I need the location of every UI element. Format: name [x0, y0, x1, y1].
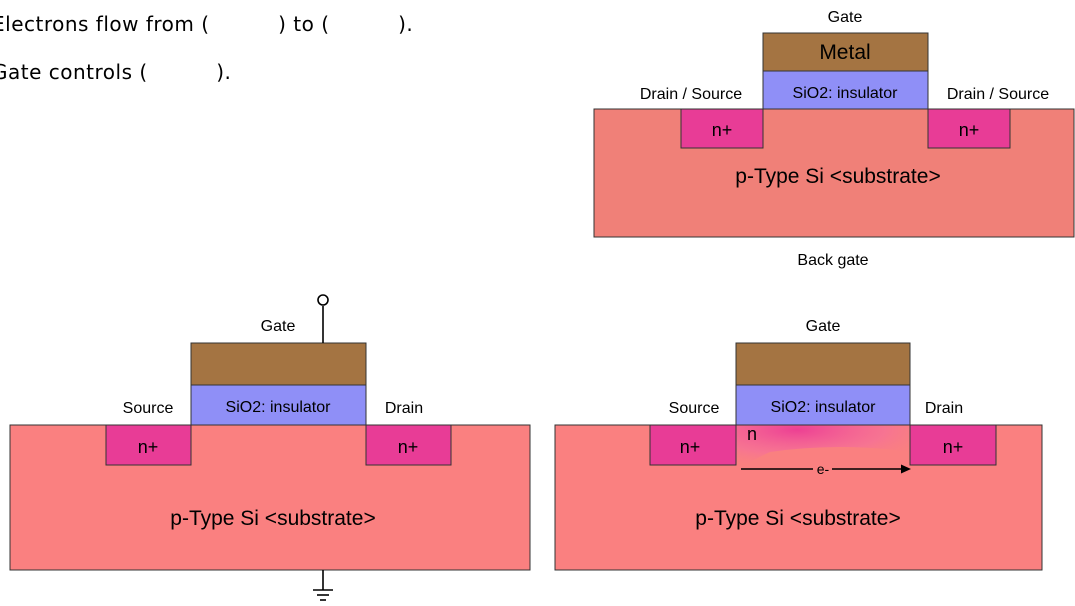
top-substrate-label: p-Type Si <substrate>: [735, 165, 940, 188]
br-source-label: Source: [669, 400, 720, 417]
bl-gate-metal: [190, 342, 367, 386]
bl-gate-label: Gate: [261, 318, 296, 335]
bl-n-plus-left-label: n+: [138, 437, 159, 457]
question-line-1: Electrons flow from ( ) to ( ).: [0, 12, 414, 36]
bl-substrate-label: p-Type Si <substrate>: [170, 507, 375, 530]
bl-insulator-label: SiO2: insulator: [226, 399, 332, 416]
bl-n-plus-left: [105, 424, 192, 466]
top-left-terminal-label: Drain / Source: [640, 86, 742, 103]
top-metal-label: Metal: [819, 41, 870, 64]
top-gate-label: Gate: [828, 9, 863, 26]
bl-drain-label: Drain: [385, 400, 423, 417]
br-channel-label: n: [747, 424, 757, 444]
bl-substrate: [9, 424, 531, 571]
top-mosfet: Gate Metal SiO2: insulator Drain / Sourc…: [593, 9, 1075, 269]
bl-source-label: Source: [123, 400, 174, 417]
top-n-plus-left: [680, 108, 764, 149]
question-line-2: Gate controls ( ).: [0, 60, 232, 84]
bottom-right-mosfet: Gate SiO2: insulator Source Drain n+ n+ …: [554, 318, 1043, 571]
top-n-plus-right: [927, 108, 1011, 149]
br-insulator-label: SiO2: insulator: [771, 399, 877, 416]
br-insulator: [735, 384, 911, 426]
top-right-terminal-label: Drain / Source: [947, 86, 1049, 103]
top-n-plus-right-label: n+: [959, 120, 980, 140]
br-electron-label: e-: [817, 461, 830, 477]
top-insulator: [762, 70, 929, 110]
ground-icon: [313, 589, 333, 601]
top-metal: [762, 32, 929, 72]
bl-insulator: [190, 384, 367, 426]
br-gate-metal: [735, 342, 911, 386]
bl-n-plus-right: [365, 424, 452, 466]
br-n-plus-right-label: n+: [943, 437, 964, 457]
br-drain-label: Drain: [925, 400, 963, 417]
top-n-plus-left-label: n+: [712, 120, 733, 140]
br-n-plus-left: [649, 424, 737, 466]
top-back-gate-label: Back gate: [797, 252, 868, 269]
br-n-plus-right: [909, 424, 997, 466]
br-n-plus-left-label: n+: [680, 437, 701, 457]
br-substrate-label: p-Type Si <substrate>: [695, 507, 900, 530]
bl-gate-terminal-icon: [317, 294, 329, 306]
br-inversion-channel: [736, 425, 910, 472]
br-gate-label: Gate: [806, 318, 841, 335]
electron-flow-arrow-icon: [741, 464, 911, 474]
bottom-left-mosfet: Gate SiO2: insulator Source Drain n+ n+ …: [9, 294, 531, 601]
bl-n-plus-right-label: n+: [398, 437, 419, 457]
top-insulator-label: SiO2: insulator: [793, 85, 899, 102]
